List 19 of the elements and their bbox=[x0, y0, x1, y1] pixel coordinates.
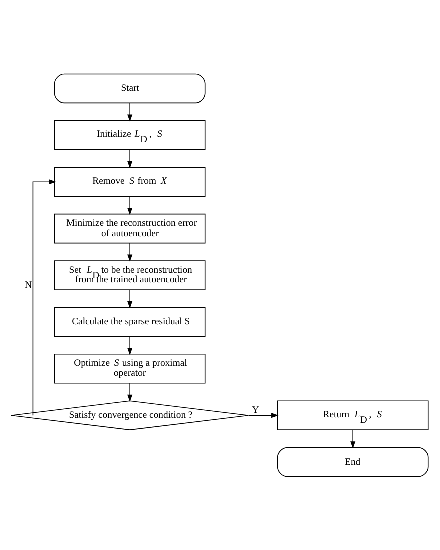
arrow bbox=[350, 429, 356, 448]
edge-label: N bbox=[25, 279, 32, 290]
arrow bbox=[128, 196, 133, 215]
arrow bbox=[128, 102, 133, 122]
arrow bbox=[248, 412, 279, 418]
arrow bbox=[128, 382, 133, 402]
node-box: Minimize the reconstruction error of autoencoder bbox=[54, 213, 206, 244]
arrow bbox=[32, 179, 56, 416]
node-box: Calculate the sparse residual S bbox=[54, 306, 206, 337]
arrow bbox=[128, 242, 133, 262]
node-diamond: Satisfy convergence condition ? bbox=[11, 400, 250, 430]
node-box: Optimize S using a proximal operator bbox=[54, 354, 206, 384]
arrow bbox=[128, 336, 133, 355]
arrow bbox=[128, 149, 133, 168]
arrow bbox=[128, 289, 133, 308]
edge-label: Y bbox=[252, 404, 260, 416]
node-box: Remove S from X bbox=[54, 166, 206, 196]
node-box: Start bbox=[54, 73, 206, 104]
node-box: End bbox=[277, 446, 429, 477]
